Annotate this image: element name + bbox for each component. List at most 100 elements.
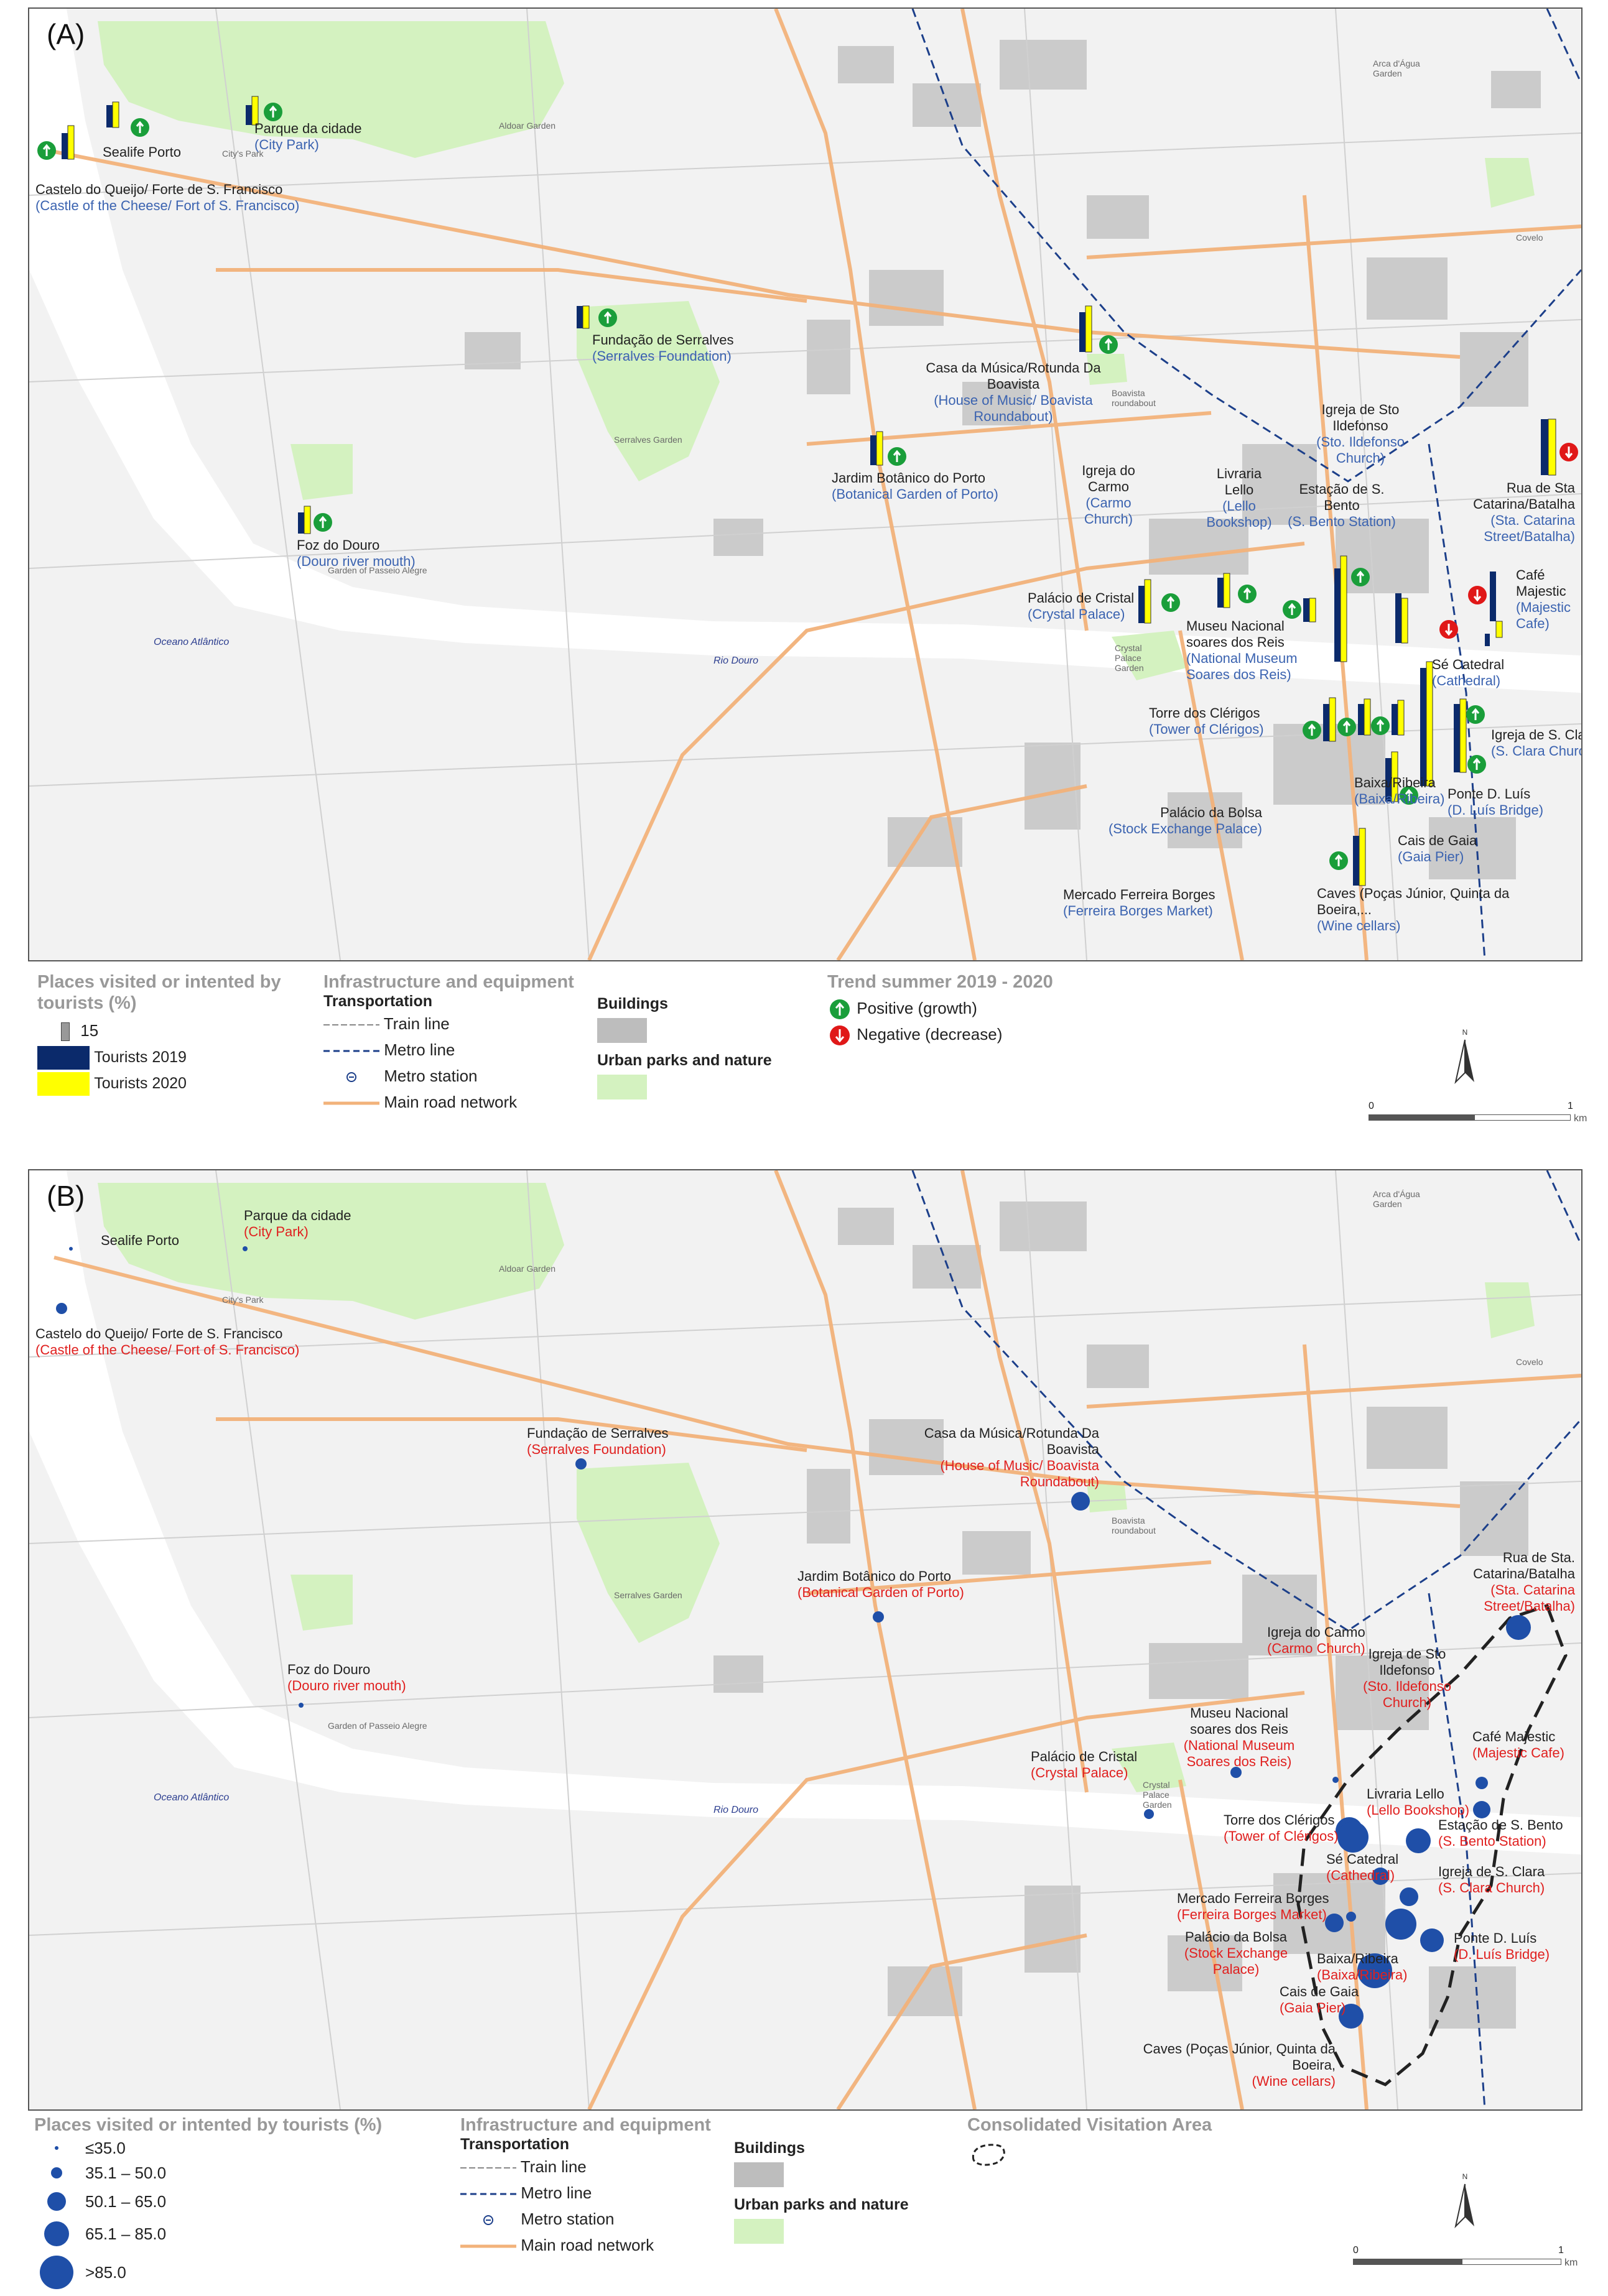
place-label-a-10: Estação de S. Bento(S. Bento Station) xyxy=(1288,481,1396,529)
legend-a-places-title: Places visited or intented by tourists (… xyxy=(37,972,281,1013)
circle-baixa-ribeira xyxy=(1385,1909,1416,1940)
place-label-a-1: Sealife Porto xyxy=(103,144,181,160)
place-label-a-21: Cais de Gaia(Gaia Pier) xyxy=(1398,833,1477,864)
bars-ponte-luis xyxy=(1454,698,1467,773)
boavista-roundabout-label-b: Boavista roundabout xyxy=(1112,1516,1156,1535)
passeio-garden-label-b: Garden of Passeio Alegre xyxy=(328,1721,427,1731)
place-label-a-12: Café Majestic(Majestic Cafe) xyxy=(1516,567,1571,631)
legend-b-classes: ≤35.0 35.1 – 50.0 50.1 – 65.0 65.1 – 85.… xyxy=(34,2139,445,2292)
ocean-label: Oceano Atlântico xyxy=(154,637,230,647)
legend-b-buildings-swatch xyxy=(734,2162,784,2187)
legend-b-infra: Infrastructure and equipment Transportat… xyxy=(460,2114,734,2258)
scale-bar-a: 0 1 km xyxy=(1369,1101,1587,1124)
negative-trend-markers xyxy=(1439,443,1578,639)
circle-castelo-queijo xyxy=(56,1303,67,1314)
basemap-b xyxy=(29,1170,1581,2109)
place-label-a-17: Igreja de S. Clara(S. Clara Church) xyxy=(1491,727,1581,759)
legend-a-buildings-swatch xyxy=(597,1018,647,1043)
place-label-b-12: Palácio de Cristal(Crystal Palace) xyxy=(1031,1749,1138,1780)
citys-park-label-b: City's Park xyxy=(222,1295,264,1305)
bars-igreja-carmo xyxy=(1303,598,1316,623)
place-label-a-13: Palácio de Cristal(Crystal Palace) xyxy=(1028,590,1135,622)
legend-a-parks-title: Urban parks and nature xyxy=(597,1052,772,1069)
legend-a-2019: Tourists 2019 xyxy=(37,1044,299,1070)
bars-sta-catarina xyxy=(1541,419,1556,476)
circles-layer-b xyxy=(56,1246,1531,2029)
legend-b-class-3: 65.1 – 85.0 xyxy=(85,2224,167,2243)
circle-serralves xyxy=(575,1458,587,1470)
legend-a-metro: Metro line xyxy=(323,1040,455,1059)
legend-b-cva-title: Consolidated Visitation Area xyxy=(967,2115,1212,2135)
bars-sealife xyxy=(106,101,119,128)
place-label-a-15: Sé Catedral(Cathedral) xyxy=(1432,657,1505,688)
legend-a-buildings-title: Buildings xyxy=(597,995,668,1012)
svg-text:N: N xyxy=(1462,1028,1468,1037)
place-label-b-17: Igreja de S. Clara(S. Clara Church) xyxy=(1438,1864,1545,1896)
place-label-a-16: Torre dos Clérigos(Tower of Clérigos) xyxy=(1149,705,1264,737)
bars-city-park xyxy=(246,96,259,126)
legend-a-negative: Negative (decrease) xyxy=(827,1021,1138,1047)
citys-park-label: City's Park xyxy=(222,149,264,159)
river-label: Rio Douro xyxy=(713,655,759,666)
legend-a-transport-title: Transportation xyxy=(323,993,433,1010)
legend-b-class-1: 35.1 – 50.0 xyxy=(85,2164,167,2182)
crystal-garden-label-b: Crystal Palace Garden xyxy=(1143,1780,1172,1810)
circle-cafe-majestic xyxy=(1473,1801,1490,1818)
circle-santa-clara xyxy=(1400,1887,1418,1906)
place-label-a-5: Jardim Botânico do Porto(Botanical Garde… xyxy=(832,470,998,502)
legend-b-class-4: >85.0 xyxy=(85,2263,126,2282)
circle-casa-musica xyxy=(1071,1492,1090,1511)
bars-livraria-lello xyxy=(1334,555,1347,662)
bars-baixa-ribeira xyxy=(1385,751,1398,802)
river-label-b: Rio Douro xyxy=(713,1805,759,1815)
circle-jardim-botanico xyxy=(873,1611,884,1622)
legend-a-parks-swatch xyxy=(597,1075,647,1099)
place-label-a-4: Casa da Música/Rotunda Da Boavista(House… xyxy=(926,360,1101,424)
place-label-a-22: Mercado Ferreira Borges(Ferreira Borges … xyxy=(1063,887,1215,919)
legend-a-infra: Infrastructure and equipment Transportat… xyxy=(323,971,597,1115)
legend-a-infra-title: Infrastructure and equipment xyxy=(323,972,574,992)
legend-b-parks-title: Urban parks and nature xyxy=(734,2196,909,2213)
bars-layer-a xyxy=(37,96,1578,886)
place-label-a-7: Igreja do Carmo(Carmo Church) xyxy=(1082,463,1135,527)
circle-torre-clerigos xyxy=(1337,1822,1369,1853)
place-label-b-2: Castelo do Queijo/ Forte de S. Francisco… xyxy=(35,1326,300,1358)
bars-casa-musica xyxy=(1079,305,1092,353)
legend-a-trend-title: Trend summer 2019 - 2020 xyxy=(827,972,1053,992)
legend-b-buildings: Buildings Urban parks and nature xyxy=(734,2139,939,2244)
passeio-garden-label: Garden of Passeio Alegre xyxy=(328,565,427,575)
legend-b-class-2: 50.1 – 65.0 xyxy=(85,2192,167,2211)
legend-a-buildings: Buildings Urban parks and nature xyxy=(597,995,802,1099)
place-label-b-22: Cais de Gaia(Gaia Pier) xyxy=(1280,1984,1359,2016)
place-label-b-18: Mercado Ferreira Borges(Ferreira Borges … xyxy=(1177,1891,1329,1922)
covelo-label: Covelo xyxy=(1516,233,1543,243)
circle-palacio-cristal xyxy=(1144,1809,1154,1819)
consolidated-visitation-area xyxy=(1296,1603,1568,2086)
boavista-roundabout-label: Boavista roundabout xyxy=(1112,388,1156,408)
place-label-b-23: Caves (Poças Júnior, Quinta da Boeira,(W… xyxy=(1143,2041,1336,2089)
scale-bar-b: 0 1 km xyxy=(1353,2245,1578,2268)
bars-se-catedral xyxy=(1420,661,1433,787)
legend-b-buildings-title: Buildings xyxy=(734,2139,805,2157)
map-panel-a: (A) Oceano Atlântico Rio Douro Aldoar Ga… xyxy=(28,7,1582,961)
place-label-b-19: Palácio da Bolsa(Stock Exchange Palace) xyxy=(1184,1929,1288,1977)
place-label-b-21: Baixa/Ribeira(Baixa/Ribeira) xyxy=(1317,1951,1408,1983)
legend-a-scale: 15 xyxy=(37,1017,299,1044)
place-label-b-3: Fundação de Serralves(Serralves Foundati… xyxy=(527,1425,669,1457)
legend-b-cva: Consolidated Visitation Area xyxy=(967,2114,1278,2173)
north-arrow-icon-a: N xyxy=(1454,1028,1474,1085)
place-label-b-4: Casa da Música/Rotunda Da Boavista(House… xyxy=(924,1425,1099,1489)
place-label-a-23: Caves (Poças Júnior, Quinta da Boeira,..… xyxy=(1317,886,1510,933)
bars-sao-bento xyxy=(1395,593,1408,644)
legend-b-places-title: Places visited or intented by tourists (… xyxy=(34,2115,383,2135)
legend-b-infra-title: Infrastructure and equipment xyxy=(460,2115,711,2135)
place-label-a-3: Fundação de Serralves(Serralves Foundati… xyxy=(592,332,734,364)
legend-b-road: Main road network xyxy=(460,2236,654,2254)
legend-a-2020: Tourists 2020 xyxy=(37,1070,299,1096)
bars-foz-douro xyxy=(298,506,311,534)
bars-serralves xyxy=(577,305,590,329)
arca-garden-label: Arca d'Água Garden xyxy=(1373,58,1420,78)
legend-b-places: Places visited or intented by tourists (… xyxy=(34,2114,445,2292)
place-label-b-16: Sé Catedral(Cathedral) xyxy=(1326,1851,1399,1883)
place-label-b-9: Rua de Sta. Catarina/Batalha(Sta. Catari… xyxy=(1473,1550,1575,1614)
